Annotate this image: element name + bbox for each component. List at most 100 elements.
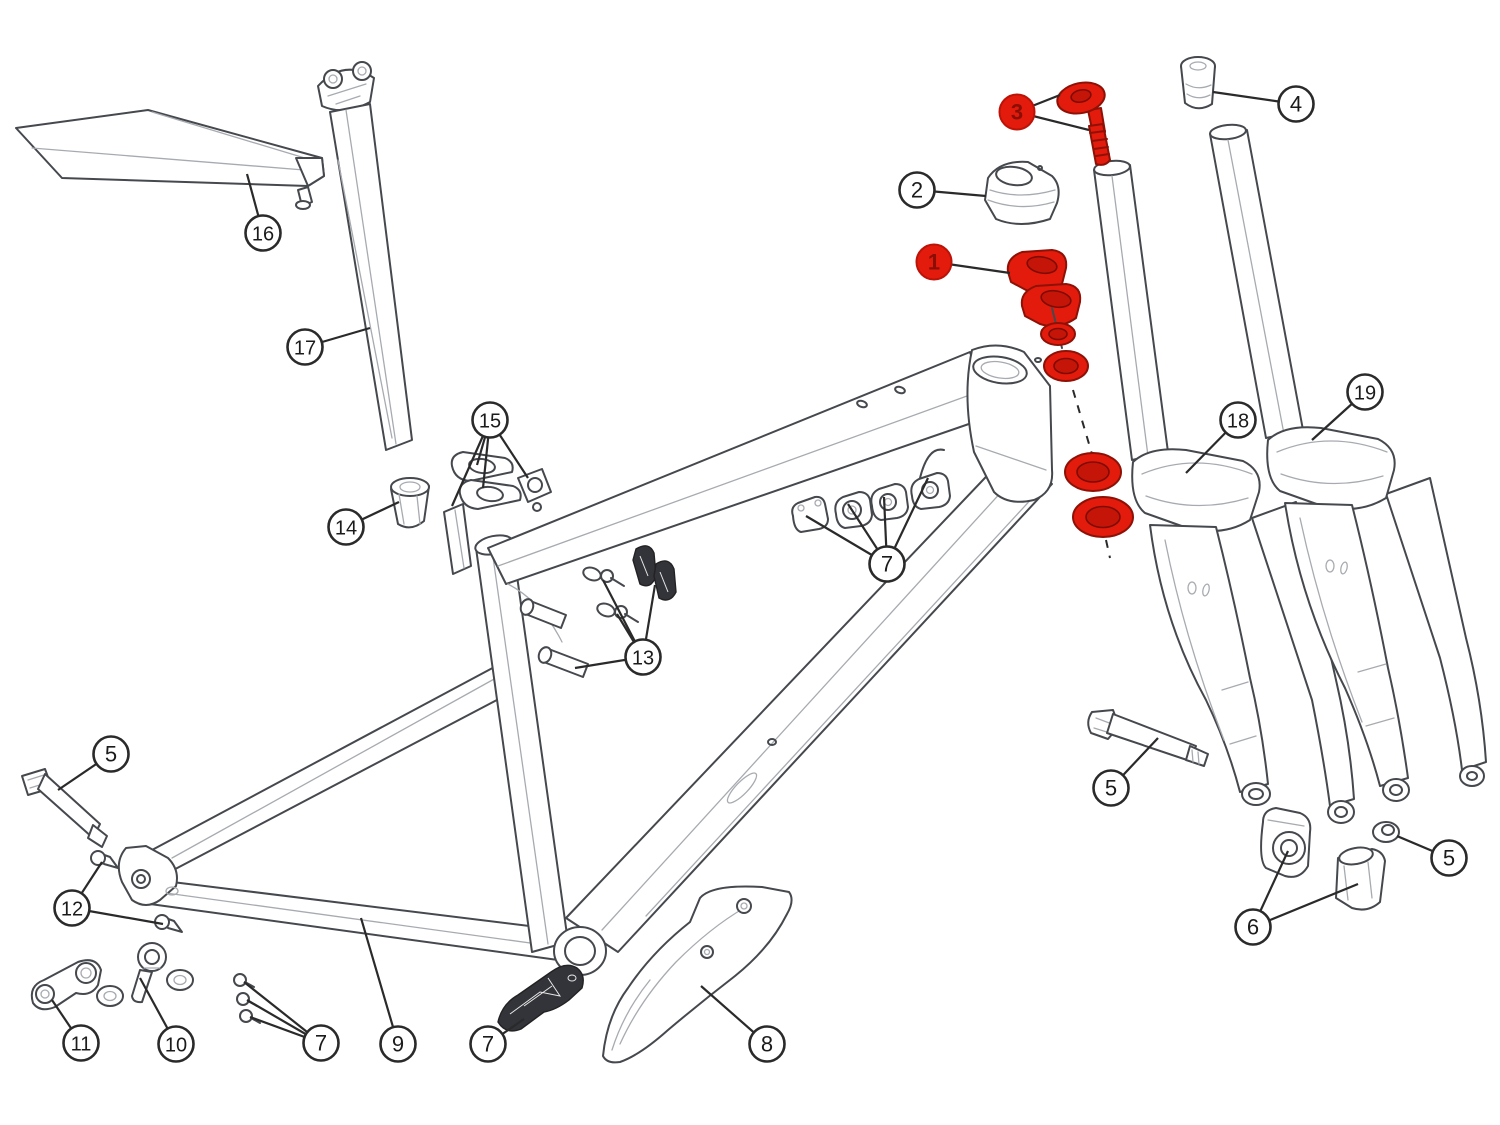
callout-14: 14 [327,501,400,546]
callout-7: 7 [805,477,929,583]
callout-circle [244,214,282,252]
callout-16: 16 [244,173,282,252]
callout-18: 18 [1185,401,1257,474]
callout-7: 7 [469,1018,525,1063]
callout-label: 7 [315,1031,327,1056]
fork-leg [1251,501,1355,807]
callout-8: 8 [700,985,786,1063]
highlighted-headset-parts [1006,81,1134,559]
derailleur-hanger [131,969,153,1004]
callout-circle [157,1025,195,1063]
fork-18 [1093,159,1355,824]
headtube-cover [984,160,1060,225]
callout-circle [1219,401,1257,439]
seatpost [317,61,413,451]
frame-fittings [519,545,677,678]
callout-circle [898,171,936,209]
callout-circle [62,1024,100,1062]
head-tube [966,344,1054,503]
callout-5: 5 [57,735,130,791]
clamp-wedge [632,545,657,587]
fork-leg [1284,502,1409,787]
callout-circle [998,93,1036,131]
callout-circle [92,735,130,773]
callout-circle [469,1025,507,1063]
callout-label: 11 [71,1034,92,1056]
fork-crown [1131,448,1261,533]
rear-axle-parts [21,768,261,1024]
callout-circle [1234,908,1272,946]
callout-2: 2 [898,171,987,209]
callout-label: 17 [294,338,316,360]
callout-label: 4 [1290,92,1302,117]
callout-circle [286,328,324,366]
callout-label: 5 [1105,776,1117,801]
callout-circle [915,243,953,281]
callout-9: 9 [359,917,417,1063]
callout-5: 5 [1092,737,1159,807]
leader-line [359,917,400,1045]
callout-label: 10 [165,1035,187,1057]
callout-label: 18 [1227,411,1249,433]
chainstay [149,879,563,961]
fork-leg [1149,524,1269,793]
small-bolt [236,992,250,1006]
fork-steerer [1093,164,1169,461]
callout-10: 10 [139,977,195,1063]
callout-19: 19 [1311,373,1384,441]
downtube-guard [602,885,793,1064]
slot-cover [443,503,472,575]
cable-guide-clips [791,448,951,533]
seat-cover-plate [15,109,325,210]
callout-12: 12 [53,861,164,927]
callout-label: 3 [1011,100,1023,125]
callout-15: 15 [450,401,529,507]
callout-circle [868,545,906,583]
clamp-block [517,468,552,503]
callout-1-highlight: 1 [915,243,1011,281]
callout-11: 11 [51,999,100,1062]
clamp-wedge [653,560,677,601]
callout-circle [1277,85,1315,123]
fork-crown [1266,426,1396,511]
callout-label: 7 [482,1032,494,1057]
callout-label: 5 [105,742,117,767]
fork-steerer [1209,129,1304,439]
callout-label: 2 [911,178,923,203]
seatstay [151,663,513,877]
callout-circle [471,401,509,439]
callout-circle [1092,769,1130,807]
front-axle-parts [1087,709,1400,911]
callout-7: 7 [243,981,340,1062]
callout-label: 14 [335,518,357,540]
callout-label: 16 [252,224,274,246]
callout-label: 6 [1247,915,1259,940]
callout-circle [1346,373,1384,411]
chain-guide [497,964,584,1032]
leader-line [1252,882,1359,929]
callout-circle [748,1025,786,1063]
clamp-plate-upper [450,451,514,482]
callout-label: 15 [479,411,501,433]
callout-4: 4 [1212,85,1315,123]
callout-17: 17 [286,326,371,366]
clamp-plate-lower [458,479,522,510]
callout-13: 13 [574,579,662,676]
callout-label: 9 [392,1032,404,1057]
steerer-expander-plug [1180,56,1216,110]
callout-circle [327,508,365,546]
callout-6: 6 [1234,850,1359,946]
fork-leg [1385,477,1487,771]
callout-label: 8 [761,1032,773,1057]
fork-19 [1209,123,1487,802]
callout-label: 13 [632,648,654,670]
callout-circle [624,638,662,676]
small-bolt [233,973,247,987]
callout-label: 7 [881,552,893,577]
callout-circle [302,1024,340,1062]
callout-circle [53,889,91,927]
callout-5: 5 [1396,834,1468,877]
